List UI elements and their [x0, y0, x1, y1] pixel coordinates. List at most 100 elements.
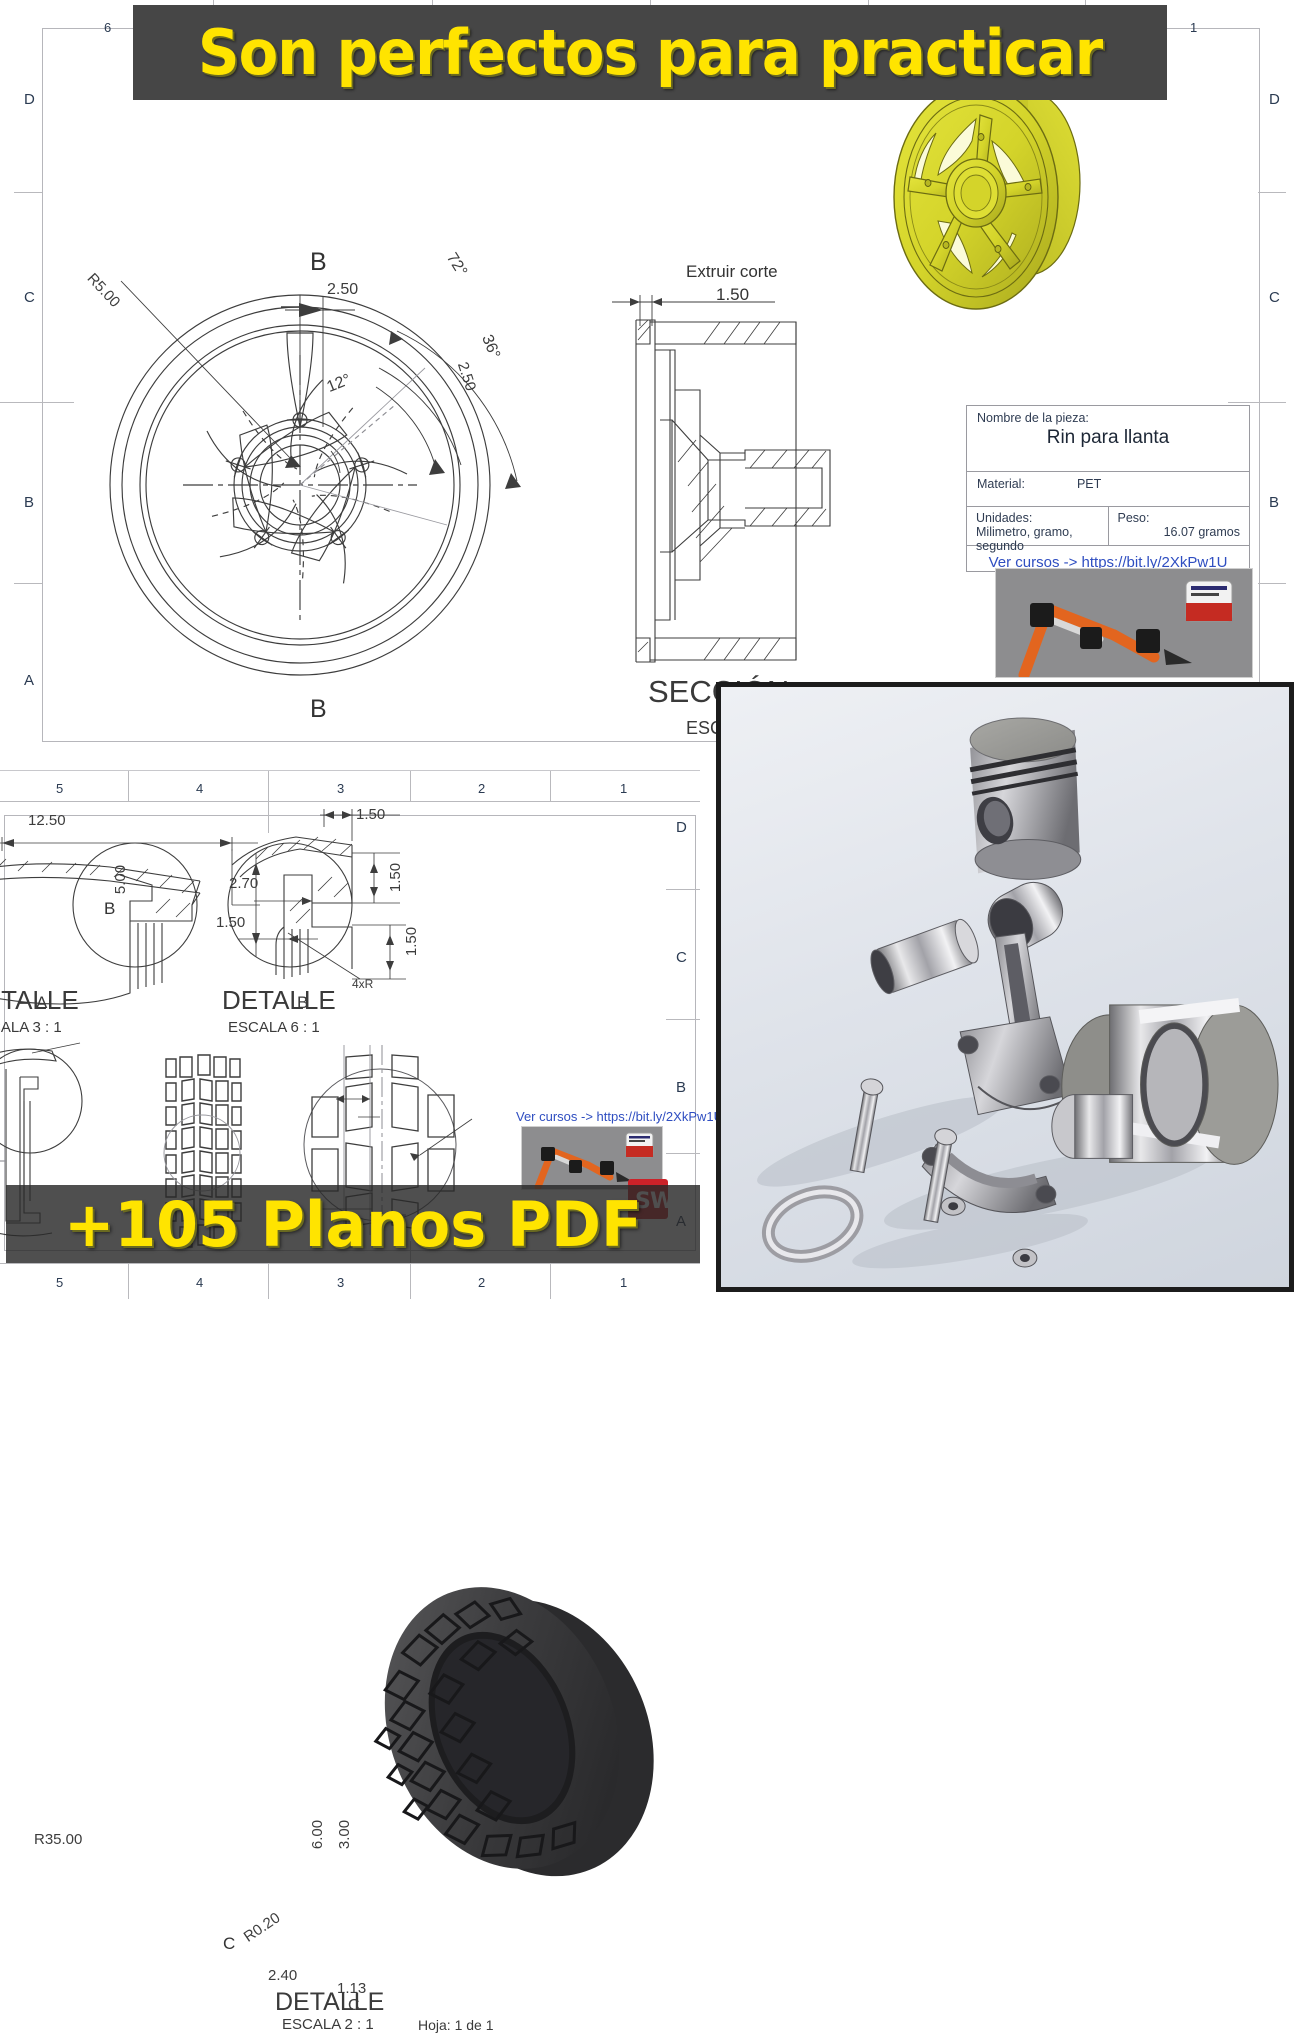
dim-b-150-left: 1.50 [216, 914, 246, 931]
zone-number-b2: 2 [478, 781, 486, 796]
zone-tick [410, 771, 411, 801]
piece-name-label: Nombre de la pieza: [977, 411, 1089, 425]
robot-arm-photo-2 [521, 1126, 663, 1190]
zone-divider [666, 1153, 700, 1154]
detail-a-drawing [0, 837, 260, 1005]
detail-b-drawing [227, 809, 406, 980]
bottom-promo-banner: +105 Planos PDF [6, 1185, 700, 1263]
zone-divider [666, 1019, 700, 1020]
rim-section-view-drawing [612, 295, 831, 663]
dim-240: 2.40 [268, 1967, 298, 1984]
piece-name-value: Rin para llanta [1046, 427, 1170, 448]
course-link[interactable]: Ver cursos -> https://bit.ly/2XkPw1U [988, 553, 1228, 571]
top-promo-banner: Son perfectos para practicar [133, 5, 1167, 100]
titleblock-link-row: Ver cursos -> https://bit.ly/2XkPw1U [967, 546, 1249, 578]
zone-tick [268, 771, 269, 833]
bottom-course-link[interactable]: Ver cursos -> https://bit.ly/2XkPw1U [516, 1109, 723, 1124]
detail-a-letter: A [36, 993, 48, 1012]
zone-tick [128, 1263, 129, 1299]
zone-tick [128, 771, 129, 801]
titleblock-units-weight-row: Unidades: Milimetro, gramo, segundo Peso… [967, 507, 1250, 553]
sheet-number-label: Hoja: 1 de 1 [418, 2017, 494, 2033]
material-label: Material: [977, 477, 1025, 491]
zone-divider [0, 402, 42, 403]
piston-assembly-render-panel [716, 682, 1294, 1292]
zone-divider [14, 402, 74, 403]
units-label: Unidades: [976, 511, 1033, 525]
dim-1250: 12.50 [28, 812, 66, 829]
rim-front-view-drawing [109, 280, 521, 676]
tire-3d-render [373, 1587, 654, 1877]
zone-letter-bd-right: D [676, 819, 687, 836]
detail-a-callout-b: B [104, 899, 116, 918]
zone-number-1: 1 [1190, 20, 1198, 35]
dim-b-150-top: 1.50 [356, 806, 386, 823]
zone-letter-a-left: A [24, 672, 35, 689]
zone-letter-d-left: D [24, 91, 35, 108]
dim-r3500: R35.00 [34, 1831, 83, 1848]
zone-letter-c-right: C [1269, 289, 1280, 306]
zone-letter-b-right: B [1269, 494, 1280, 511]
zone-tick [268, 1263, 269, 1299]
zone-divider [1258, 192, 1286, 193]
detail-a-scale: ESCALA 3 : 1 [0, 1019, 62, 1036]
zone-tick [550, 771, 551, 801]
section-mark-b-bottom: B [310, 695, 327, 723]
weight-cell: Peso: 16.07 gramos [1109, 507, 1250, 545]
detail-c-title: DETALLE [275, 1988, 385, 2016]
dim-250-top: 2.50 [327, 281, 359, 298]
dim-b-150-ra: 1.50 [387, 862, 405, 893]
zone-letter-c-left: C [24, 289, 35, 306]
zone-letter-b-left: B [24, 494, 35, 511]
zone-number-bb2: 2 [478, 1275, 486, 1290]
dim-b-150-rb: 1.50 [403, 926, 421, 957]
zone-number-bb4: 4 [196, 1275, 204, 1290]
units-cell: Unidades: Milimetro, gramo, segundo [967, 507, 1109, 553]
zone-letter-bb-right: B [676, 1079, 687, 1096]
weight-value: 16.07 gramos [1163, 525, 1240, 539]
zone-number-bb1: 1 [620, 1275, 628, 1290]
zone-letter-bc-right: C [676, 949, 687, 966]
detail-b-scale: ESCALA 6 : 1 [228, 1019, 320, 1036]
detail-c-letter: C [348, 1997, 360, 2014]
tread-callout-c: C [223, 1934, 236, 1953]
note-extruir-corte: Extruir corte [686, 262, 778, 281]
detail-c-scale: ESCALA 2 : 1 [282, 2016, 374, 2033]
dim-r020: R0.20 [240, 1909, 284, 1946]
dim-b-270: 2.70 [229, 875, 259, 892]
zone-letter-d-right: D [1269, 91, 1280, 108]
drawing-sheet-top: D C B A D C B 6 5 4 3 2 1 [0, 0, 1298, 770]
dim-600: 6.00 [309, 1819, 327, 1850]
zone-number-6: 6 [104, 20, 112, 35]
bottom-banner-text: +105 Planos PDF [63, 1187, 643, 1261]
dim-b-4xr: 4xR [352, 977, 374, 991]
section-mark-b-top: B [310, 248, 327, 276]
weight-label: Peso: [1117, 511, 1150, 525]
zone-divider [1228, 402, 1286, 403]
zone-number-bb3: 3 [337, 1275, 345, 1290]
dim-300: 3.00 [336, 1819, 354, 1850]
zone-number-b3: 3 [337, 781, 345, 796]
title-block: Nombre de la pieza: Rin para llanta Mate… [966, 405, 1250, 572]
zone-number-b5: 5 [56, 781, 64, 796]
zone-divider [14, 583, 42, 584]
detail-b-title: DETALLE [222, 985, 336, 1015]
zone-divider [14, 192, 42, 193]
titleblock-material-row: Material: PET [967, 472, 1249, 507]
zone-number-b1: 1 [620, 781, 628, 796]
top-banner-text: Son perfectos para practicar [197, 16, 1103, 89]
detail-a-title: DETALLE [0, 985, 79, 1015]
zone-divider [0, 1263, 700, 1264]
zone-tick [550, 1263, 551, 1299]
rim-3d-render [893, 84, 1081, 310]
robot-arm-photo [995, 568, 1253, 678]
units-value: Milimetro, gramo, segundo [976, 525, 1073, 553]
zone-tick [410, 1263, 411, 1299]
note-extruir-value: 1.50 [716, 285, 750, 304]
zone-divider [1258, 583, 1286, 584]
titleblock-name-row: Nombre de la pieza: Rin para llanta [967, 406, 1249, 472]
detail-b-letter: B [297, 993, 309, 1012]
zone-number-b4: 4 [196, 781, 204, 796]
zone-divider [666, 889, 700, 890]
material-value: PET [1076, 477, 1102, 491]
